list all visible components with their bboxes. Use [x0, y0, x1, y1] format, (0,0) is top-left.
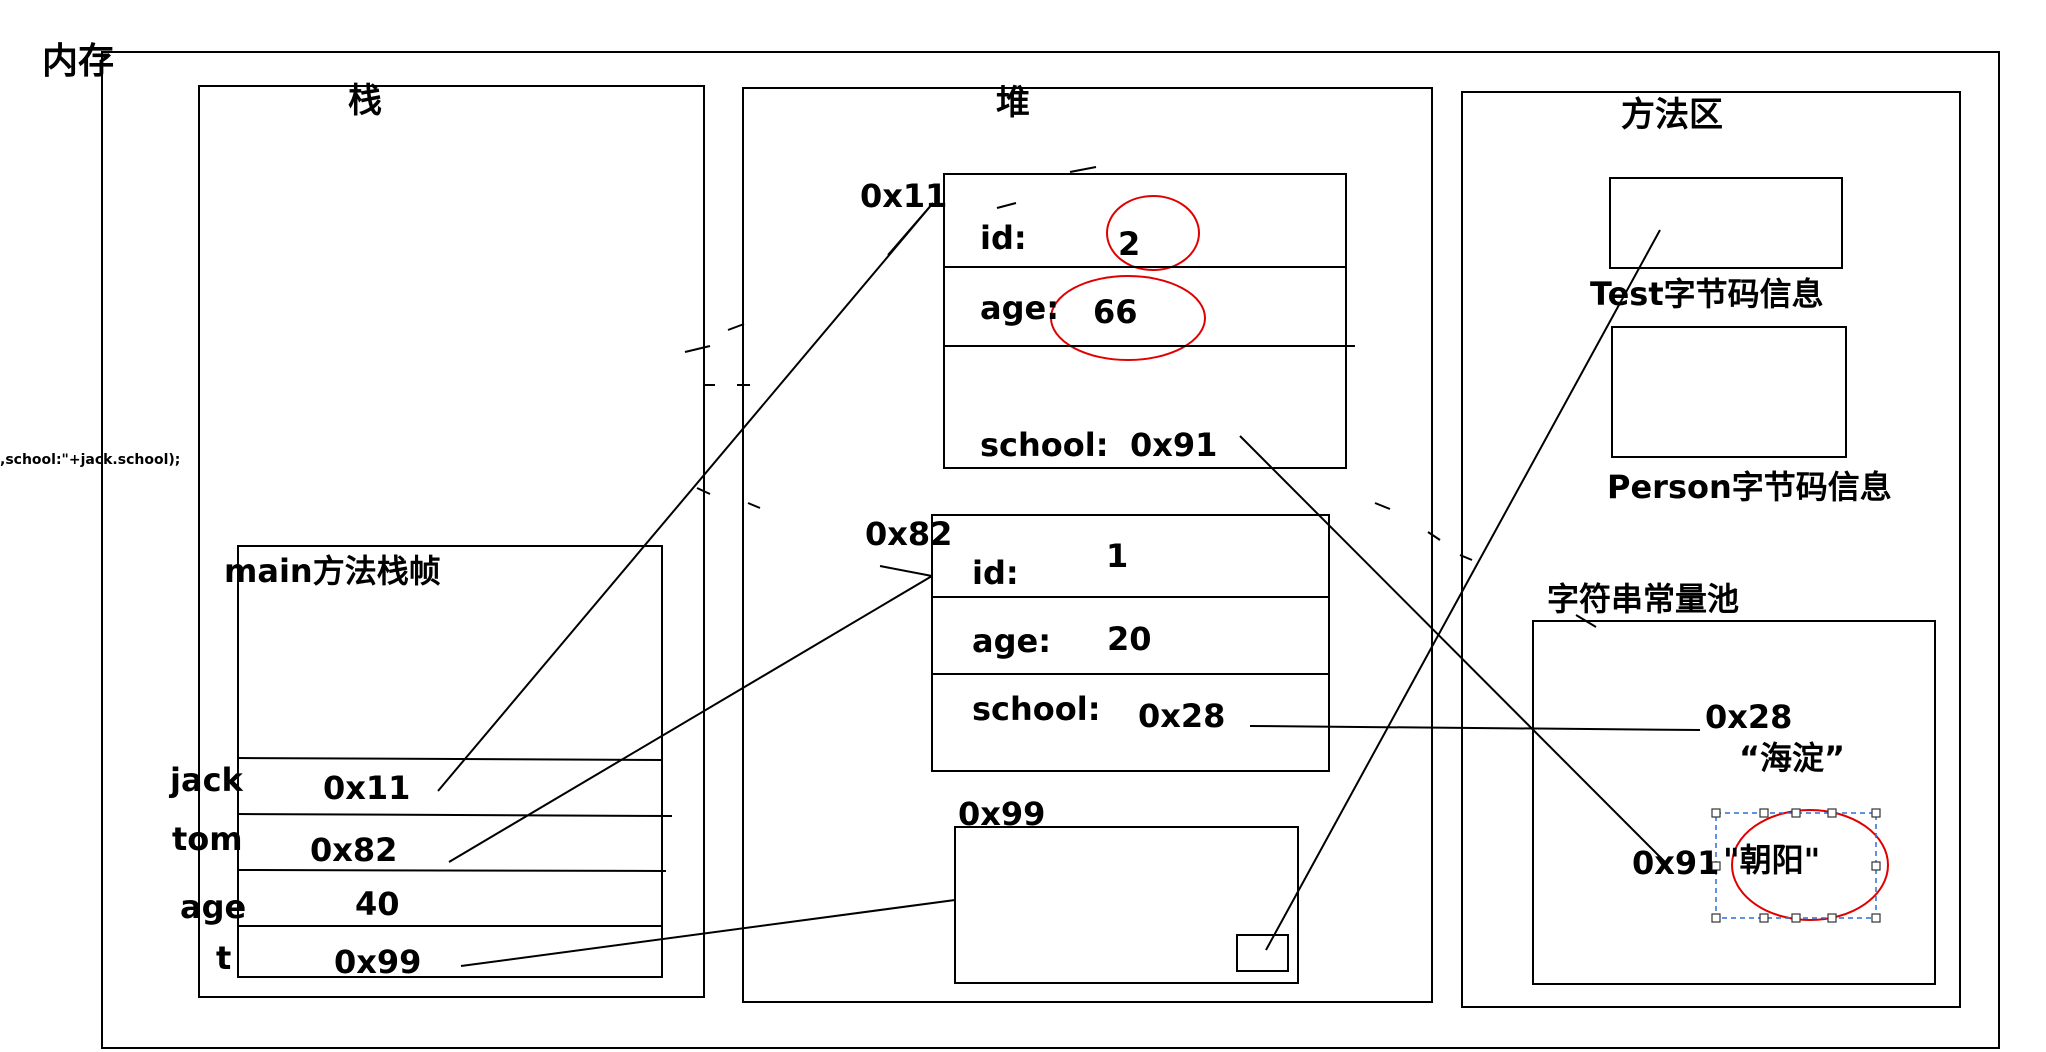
- field-name: age:: [980, 289, 1059, 327]
- stack-var-value: 0x82: [310, 831, 398, 869]
- sketch-mark: [996, 202, 1017, 209]
- sketch-mark: [1069, 166, 1097, 173]
- stack-row-divider: [236, 813, 673, 817]
- stack-frame-title: main方法栈帧: [224, 552, 441, 590]
- field-value: 0x28: [1138, 697, 1226, 735]
- arrow-jack-to-0x11: [437, 202, 934, 792]
- stack-var-value: 0x99: [334, 943, 422, 981]
- highlight-circle-id: [1106, 195, 1200, 271]
- arrow-t-to-0x99: [460, 899, 956, 967]
- sketch-mark: [684, 345, 711, 353]
- selection-handle[interactable]: [1827, 808, 1837, 818]
- selection-frame: [1711, 808, 1881, 923]
- field-name: school:: [980, 426, 1109, 464]
- stack-row-divider: [236, 869, 667, 872]
- stack-title: 栈: [348, 81, 382, 121]
- selection-handle[interactable]: [1711, 808, 1721, 818]
- heap-object-address: 0x11: [860, 177, 948, 215]
- heap-object-0x99-ref: [1236, 934, 1289, 972]
- selection-handle[interactable]: [1871, 808, 1881, 818]
- string-constant-pool: [1532, 620, 1936, 985]
- field-value: 0x91: [1130, 426, 1218, 464]
- test-bytecode-label: Test字节码信息: [1590, 275, 1824, 313]
- string-pool-title: 字符串常量池: [1547, 580, 1740, 618]
- field-divider: [933, 673, 1328, 675]
- stack-var-name: t: [216, 939, 232, 977]
- arrow-school-0x28: [1249, 725, 1701, 731]
- field-divider: [945, 345, 1355, 347]
- stack-var-value: 40: [355, 885, 400, 923]
- person-bytecode-label: Person字节码信息: [1607, 468, 1892, 506]
- stack-area: [198, 85, 705, 998]
- field-name: id:: [980, 219, 1027, 257]
- field-value: 20: [1107, 620, 1152, 658]
- memory-title: 内存: [42, 41, 115, 82]
- stack-row-divider: [236, 757, 664, 761]
- field-divider: [945, 266, 1345, 268]
- person-bytecode-box: [1611, 326, 1847, 458]
- sketch-mark: [727, 323, 745, 331]
- heap-area: [742, 87, 1433, 1003]
- selection-handle[interactable]: [1759, 913, 1769, 923]
- memory-frame: [101, 51, 2000, 1049]
- stack-var-name: tom: [172, 820, 243, 858]
- arrow-jack-head: [887, 202, 934, 256]
- pool-entry-value[interactable]: "朝阳": [1723, 841, 1821, 879]
- field-value: 66: [1093, 293, 1138, 331]
- selection-handle[interactable]: [1791, 808, 1801, 818]
- main-stack-frame: [237, 545, 663, 978]
- stack-var-value: 0x11: [323, 769, 411, 807]
- heap-title: 堆: [996, 83, 1030, 123]
- method-area: [1461, 91, 1961, 1008]
- selection-handle[interactable]: [1759, 808, 1769, 818]
- highlight-circle-age: [1050, 275, 1206, 361]
- arrow-tom-to-0x82: [448, 575, 933, 863]
- pool-entry-address: 0x28: [1705, 698, 1793, 736]
- selection-handle[interactable]: [1791, 913, 1801, 923]
- pool-entry-value: “海淀”: [1739, 739, 1846, 777]
- arrow-0x99-to-test: [1265, 229, 1661, 951]
- sketch-mark: [747, 502, 761, 509]
- field-name: age:: [972, 622, 1051, 660]
- selection-handle[interactable]: [1711, 913, 1721, 923]
- field-name: school:: [972, 690, 1101, 728]
- selection-handle[interactable]: [1871, 913, 1881, 923]
- stack-var-name: jack: [170, 761, 243, 799]
- selection-handle[interactable]: [1827, 913, 1837, 923]
- field-divider: [933, 596, 1328, 598]
- field-value: 2: [1118, 225, 1141, 263]
- field-name: id:: [972, 554, 1019, 592]
- pool-entry-address: 0x91: [1632, 844, 1720, 882]
- sketch-mark: [1374, 502, 1391, 510]
- arrow-tom-head: [879, 565, 933, 577]
- method-area-title: 方法区: [1621, 95, 1723, 135]
- code-fragment: ,school:"+jack.school);: [0, 452, 181, 468]
- test-bytecode-box: [1609, 177, 1843, 269]
- heap-object-address: 0x99: [958, 795, 1046, 833]
- stack-var-name: age: [180, 888, 247, 926]
- heap-object-0x82: [931, 514, 1330, 772]
- selection-handle[interactable]: [1871, 861, 1881, 871]
- sketch-mark: [1427, 531, 1441, 541]
- heap-object-0x11: [943, 173, 1355, 469]
- selection-handle[interactable]: [1711, 861, 1721, 871]
- arrow-school-0x91: [1239, 435, 1666, 863]
- heap-object-address: 0x82: [865, 515, 953, 553]
- field-value: 1: [1106, 537, 1129, 575]
- highlight-circle-chaoyang: [1731, 809, 1889, 921]
- heap-object-0x99: [954, 826, 1299, 984]
